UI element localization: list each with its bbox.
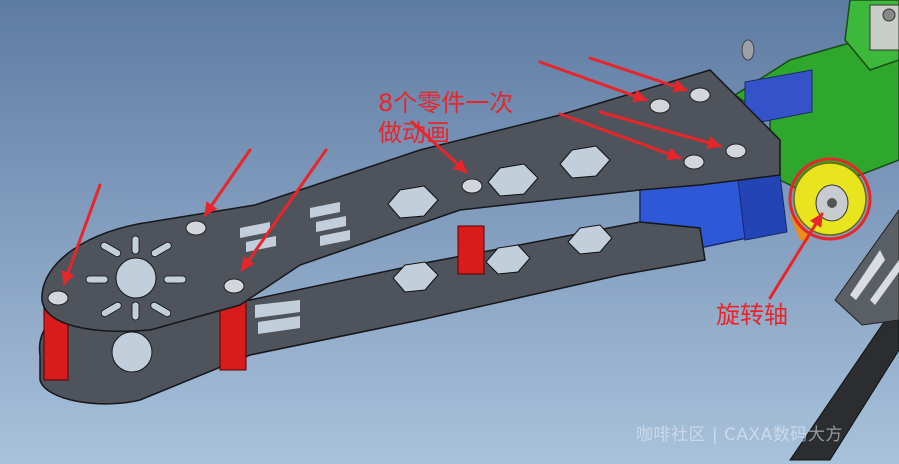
annotation-arrow-icon	[240, 148, 328, 272]
watermark: 咖啡社区 | CAXA数码大方	[636, 420, 843, 445]
upper-arm-plate	[41, 69, 781, 332]
screw	[725, 143, 747, 159]
watermark-separator: |	[711, 425, 719, 445]
parts-note-line2: 做动画	[378, 119, 450, 147]
annotation-arrow-icon	[768, 212, 824, 300]
watermark-right: CAXA数码大方	[724, 425, 843, 445]
annotation-arrows	[61, 56, 824, 300]
side-plate-right	[834, 209, 899, 326]
frame-arm-tube	[789, 299, 899, 461]
screw	[223, 278, 245, 294]
screw	[47, 290, 69, 306]
screw	[649, 98, 671, 114]
lower-arm-plate	[38, 221, 706, 405]
screw	[689, 87, 711, 103]
annotation-arrow-icon	[410, 120, 468, 174]
screws	[47, 87, 747, 306]
standoffs	[43, 225, 485, 381]
parts-note-line1: 8个零件一次	[378, 89, 514, 117]
screw	[185, 220, 207, 236]
annotation-arrow-icon	[203, 148, 252, 217]
annotation-arrow-icon	[588, 56, 688, 93]
rotation-axis-label: 旋转轴	[716, 301, 788, 329]
annotation-arrow-icon	[558, 112, 682, 161]
watermark-left: 咖啡社区	[636, 425, 706, 445]
annotation-arrow-icon	[538, 60, 648, 103]
parts-animation-note: 8个零件一次 做动画	[378, 88, 568, 148]
annotation-arrow-icon	[61, 183, 102, 286]
screw	[461, 178, 483, 194]
standoff	[457, 225, 485, 275]
annotation-arrow-icon	[598, 110, 722, 150]
highlight-circle	[788, 157, 872, 241]
screw	[683, 154, 705, 170]
rotation-axis-bearing	[788, 157, 872, 242]
